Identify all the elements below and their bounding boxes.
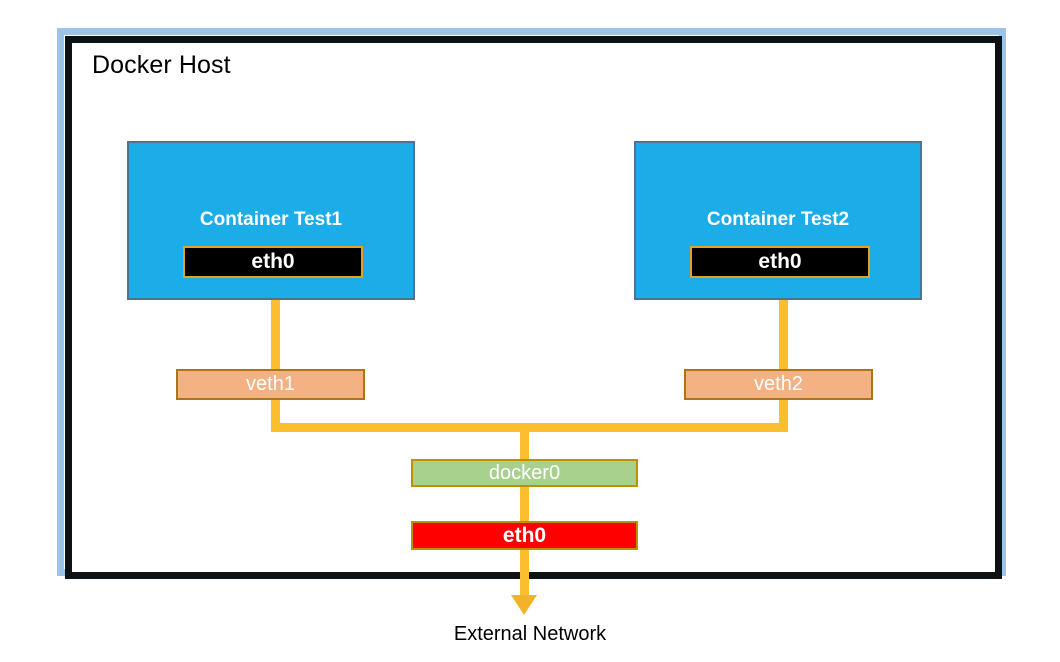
container-label-test1: Container Test1 — [199, 209, 343, 230]
docker-host-frame — [65, 36, 1002, 579]
docker-host-title: Docker Host — [92, 51, 231, 79]
wire-host-eth0-to-external — [520, 543, 529, 600]
external-network-arrowhead — [511, 595, 537, 615]
veth2-box[interactable]: veth2 — [684, 369, 873, 400]
container-eth0-test1[interactable]: eth0 — [183, 246, 363, 278]
container-box-test2[interactable]: Container Test2 — [634, 141, 922, 300]
container-eth0-test2[interactable]: eth0 — [690, 246, 870, 278]
container-label-test2: Container Test2 — [706, 209, 850, 230]
host-eth0-box[interactable]: eth0 — [411, 521, 638, 550]
wire-bridge-bus — [271, 423, 788, 432]
external-network-label: External Network — [453, 623, 607, 645]
veth1-box[interactable]: veth1 — [176, 369, 365, 400]
docker0-bridge-box[interactable]: docker0 — [411, 459, 638, 487]
wire-docker0-to-host-eth0 — [520, 480, 529, 530]
wire-bus-to-docker0 — [520, 423, 529, 468]
wire-container2-to-bus — [779, 272, 788, 432]
wire-container1-to-bus — [271, 272, 280, 432]
